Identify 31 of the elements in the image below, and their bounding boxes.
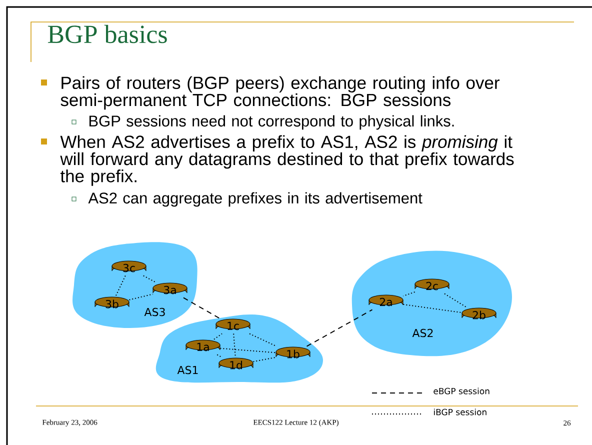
session-line [142,275,156,283]
session-line [115,275,126,297]
router-node: 3a [152,282,188,294]
session-line [233,333,236,358]
router-node: 1a [186,340,220,352]
router-node: 1b [276,346,310,358]
session-line [402,292,416,297]
router-node: 3c [112,260,146,272]
session-line [220,348,276,354]
session-line [216,354,222,358]
session-line [249,333,277,347]
session-line [306,309,373,347]
slide-title: BGP basics [48,24,167,44]
router-node: 1c [216,318,250,330]
router-node: 2c [414,278,450,290]
session-line [214,333,222,340]
session-line [182,297,220,319]
session-line [402,304,462,314]
session-line [128,294,154,300]
bullet-text: When AS2 advertises a prefix to AS1, AS2 is promising it will forward any datagrams destined to that prefix towards the prefix. [60,135,514,186]
router-node: 1d [218,358,254,370]
router-node: 2a [368,294,404,306]
bullet-text: AS2 can aggregate prefixes in its advertisement [88,192,422,207]
session-line [444,293,468,308]
router-node: 3b [94,296,130,308]
legend-text: iBGP session [434,408,486,416]
legend-text: eBGP session [434,388,490,394]
session-line [252,356,276,362]
router-node: 2b [462,308,496,320]
bullet-text: Pairs of routers (BGP peers) exchange routing info over semi-permanent TCP connections: BGP sessions [60,76,500,110]
bullet-text: BGP sessions need not correspond to physical links. [89,115,454,130]
